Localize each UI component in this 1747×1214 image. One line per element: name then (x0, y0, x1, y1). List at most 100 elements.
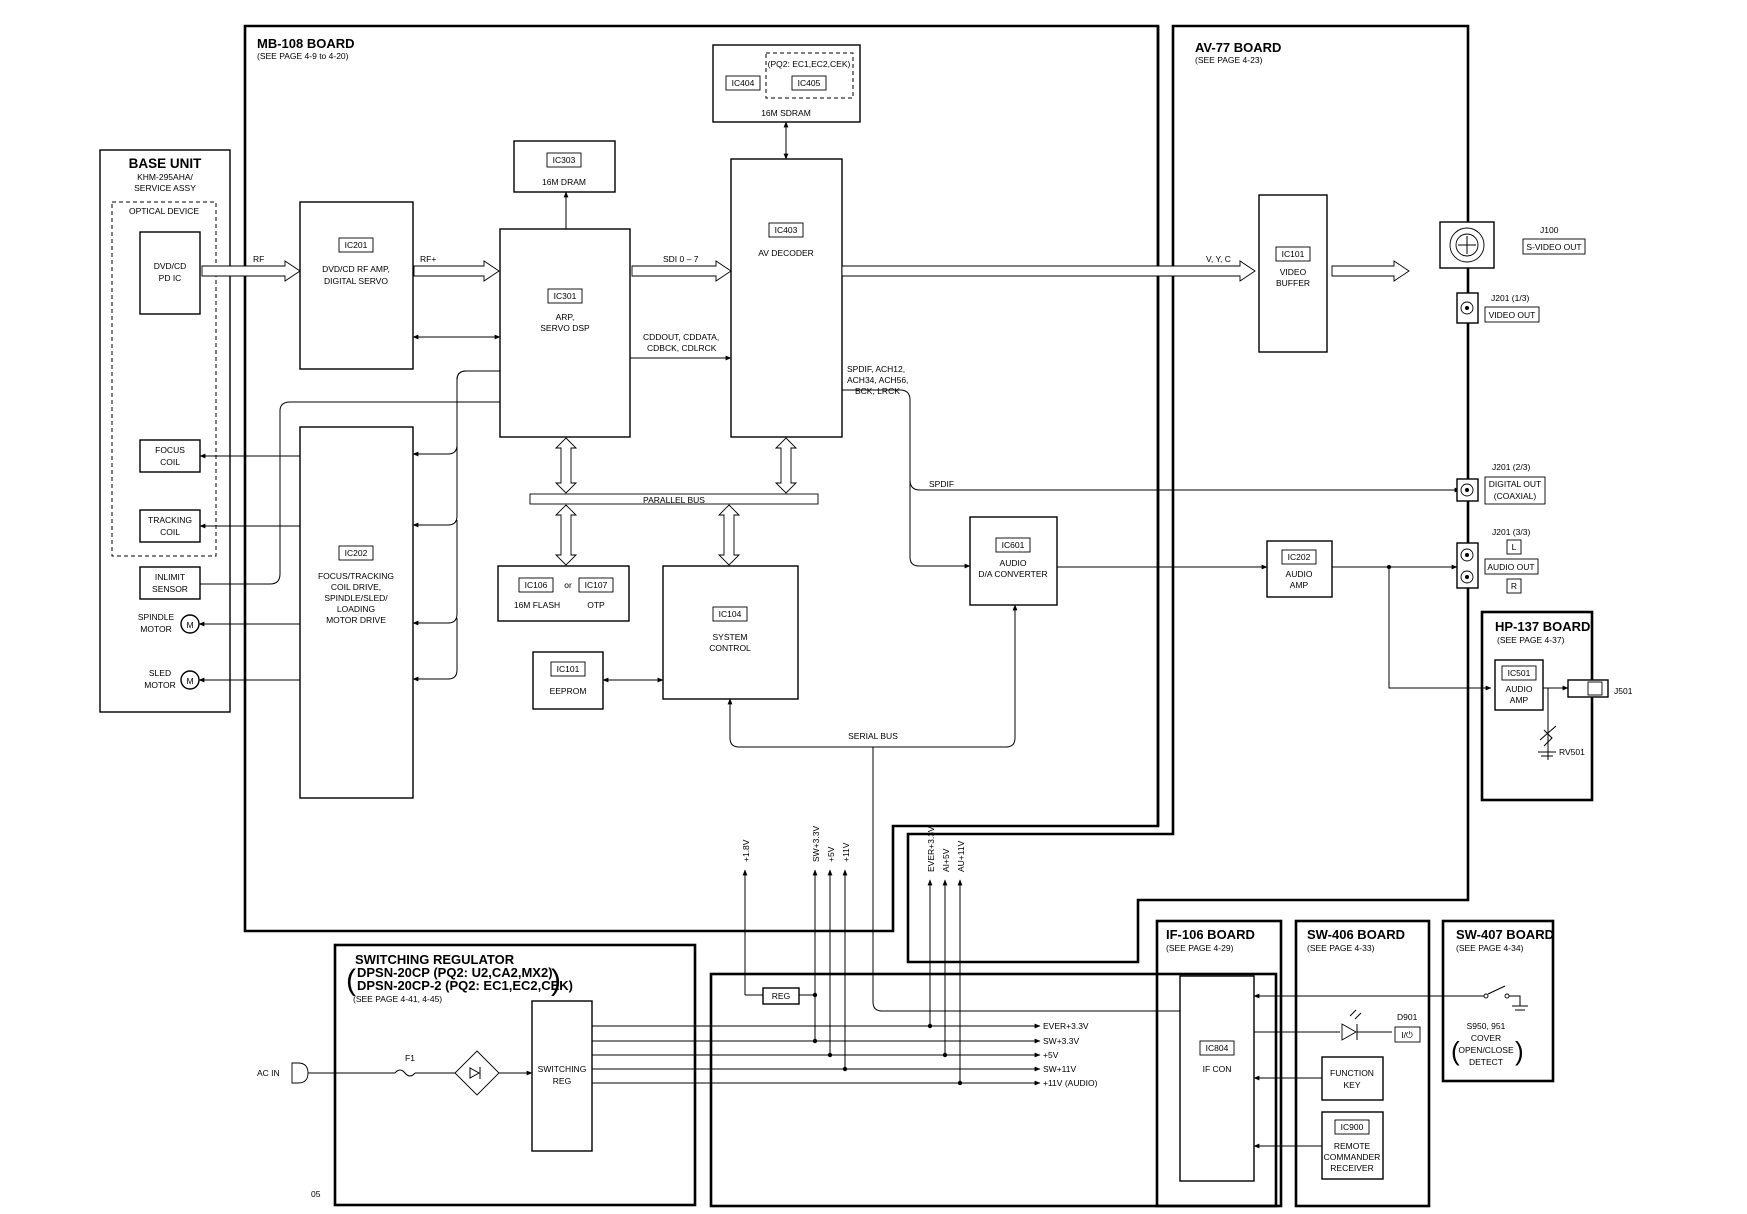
svg-text:SPDIF, ACH12,: SPDIF, ACH12, (847, 364, 905, 374)
svg-text:COIL: COIL (160, 457, 180, 467)
optical-device-label: OPTICAL DEVICE (129, 206, 199, 216)
svg-text:IC201: IC201 (345, 240, 368, 250)
svg-text:(: ( (346, 964, 356, 997)
svg-text:IF CON: IF CON (1203, 1064, 1232, 1074)
svg-text:IC107: IC107 (585, 580, 608, 590)
eeprom-block (532, 651, 604, 710)
ic303-block (513, 140, 616, 193)
svg-text:SWITCHING: SWITCHING (538, 1064, 587, 1074)
parallel-bus (529, 493, 819, 505)
svg-text:IC804: IC804 (1206, 1043, 1229, 1053)
switching-regulator-outline (333, 943, 697, 1207)
bus-double-arrows (554, 437, 798, 566)
svg-text:FOCUS: FOCUS (155, 445, 185, 455)
svg-text:SLED: SLED (149, 668, 171, 678)
if-wires (1253, 985, 1528, 1149)
svg-text:RECEIVER: RECEIVER (1330, 1163, 1373, 1173)
svg-text:PARALLEL BUS: PARALLEL BUS (643, 495, 705, 505)
svg-text:IC900: IC900 (1341, 1122, 1364, 1132)
svg-text:CDBCK, CDLRCK: CDBCK, CDLRCK (647, 343, 717, 353)
svg-text:MOTOR: MOTOR (144, 680, 175, 690)
svg-text:IC202: IC202 (345, 548, 368, 558)
svg-text:OTP: OTP (587, 600, 605, 610)
sw406-board-outline (1294, 919, 1431, 1208)
svg-text:V, Y, C: V, Y, C (1206, 254, 1231, 264)
svg-text:KEY: KEY (1343, 1080, 1360, 1090)
hp137-sub: (SEE PAGE 4-37) (1497, 635, 1565, 645)
svg-text:(: ( (1451, 1036, 1460, 1066)
svg-text:SPINDLE/SLED/: SPINDLE/SLED/ (324, 593, 388, 603)
svg-text:(COAXIAL): (COAXIAL) (1494, 491, 1537, 501)
svg-text:AV DECODER: AV DECODER (758, 248, 814, 258)
mb108-title: MB-108 BOARD (257, 36, 355, 51)
power-distribution-outline (709, 972, 1278, 1208)
svg-text:EVER+3.3V: EVER+3.3V (1043, 1021, 1089, 1031)
svg-text:RF+: RF+ (420, 254, 436, 264)
svg-text:PD IC: PD IC (159, 273, 182, 283)
svg-text:(PQ2: EC1,EC2,CEK): (PQ2: EC1,EC2,CEK) (768, 59, 851, 69)
base-unit-outline (99, 149, 231, 713)
svg-text:AUDIO: AUDIO (1506, 684, 1533, 694)
svg-text:VIDEO: VIDEO (1280, 267, 1307, 277)
svg-text:MOTOR DRIVE: MOTOR DRIVE (326, 615, 386, 625)
svg-text:J201 (1/3): J201 (1/3) (1491, 293, 1529, 303)
svg-text:SERVICE ASSY: SERVICE ASSY (134, 183, 196, 193)
svg-text:COVER: COVER (1471, 1033, 1501, 1043)
svg-text:SDI 0 – 7: SDI 0 – 7 (663, 254, 699, 264)
svg-text:IC501: IC501 (1508, 668, 1531, 678)
svg-text:R: R (1511, 581, 1517, 591)
svg-text:IC101: IC101 (1282, 249, 1305, 259)
svg-text:SENSOR: SENSOR (152, 584, 188, 594)
svg-text:IC405: IC405 (798, 78, 821, 88)
svg-text:SW+3.3V: SW+3.3V (1043, 1036, 1079, 1046)
svg-text:ARP,: ARP, (556, 312, 575, 322)
hp137-title: HP-137 BOARD (1495, 619, 1590, 634)
svg-text:L: L (1512, 542, 1517, 552)
svg-text:INLIMIT: INLIMIT (155, 572, 185, 582)
svg-text:AU+11V: AU+11V (956, 840, 966, 872)
svg-text:IC601: IC601 (1002, 540, 1025, 550)
svg-text:COIL DRIVE,: COIL DRIVE, (331, 582, 381, 592)
hp137-board-outline (1480, 610, 1594, 802)
svg-text:D/A CONVERTER: D/A CONVERTER (978, 569, 1047, 579)
svg-text:KHM-295AHA/: KHM-295AHA/ (137, 172, 193, 182)
svg-text:COIL: COIL (160, 527, 180, 537)
svg-text:TRACKING: TRACKING (148, 515, 192, 525)
svg-text:AC IN: AC IN (257, 1068, 280, 1078)
svg-text:EEPROM: EEPROM (550, 686, 587, 696)
av77-wires (1057, 564, 1492, 691)
svg-text:AUDIO OUT: AUDIO OUT (1487, 562, 1534, 572)
svg-text:REG: REG (772, 991, 790, 1001)
switching-model2: DPSN-20CP-2 (PQ2: EC1,EC2,CEK) (357, 978, 573, 993)
svg-text:F1: F1 (405, 1053, 415, 1063)
sw406-sub: (SEE PAGE 4-33) (1307, 943, 1375, 953)
power-rails (592, 869, 1041, 1086)
ic301-block (499, 228, 631, 438)
svg-text:DETECT: DETECT (1469, 1057, 1503, 1067)
svg-text:+5V: +5V (826, 846, 836, 862)
av77-title: AV-77 BOARD (1195, 40, 1281, 55)
svg-text:IC106: IC106 (525, 580, 548, 590)
svg-text:REMOTE: REMOTE (1334, 1141, 1371, 1151)
switching-model1: DPSN-20CP (PQ2: U2,CA2,MX2) (357, 965, 553, 980)
svg-text:BUFFER: BUFFER (1276, 278, 1310, 288)
if106-title: IF-106 BOARD (1166, 927, 1255, 942)
svg-text:EVER+3.3V: EVER+3.3V (926, 826, 936, 872)
svg-text:RF: RF (253, 254, 264, 264)
svg-text:05: 05 (311, 1189, 321, 1199)
sw407-title: SW-407 BOARD (1456, 927, 1554, 942)
svg-text:DVD/CD: DVD/CD (154, 261, 187, 271)
reg-block (762, 987, 800, 1005)
svg-text:AMP: AMP (1290, 580, 1309, 590)
video-buffer-block (1258, 194, 1328, 353)
svg-text:+11V: +11V (841, 842, 851, 862)
svg-text:RV501: RV501 (1559, 747, 1585, 757)
if106-sub: (SEE PAGE 4-29) (1166, 943, 1234, 953)
svg-text:AI+5V: AI+5V (941, 848, 951, 872)
svg-text:+5V: +5V (1043, 1050, 1059, 1060)
switching-reg-block (531, 1000, 593, 1152)
pd-ic-block (139, 231, 201, 315)
svg-text:): ) (551, 964, 561, 997)
svg-text:ACH34, ACH56,: ACH34, ACH56, (847, 375, 908, 385)
svg-text:IC104: IC104 (719, 609, 742, 619)
